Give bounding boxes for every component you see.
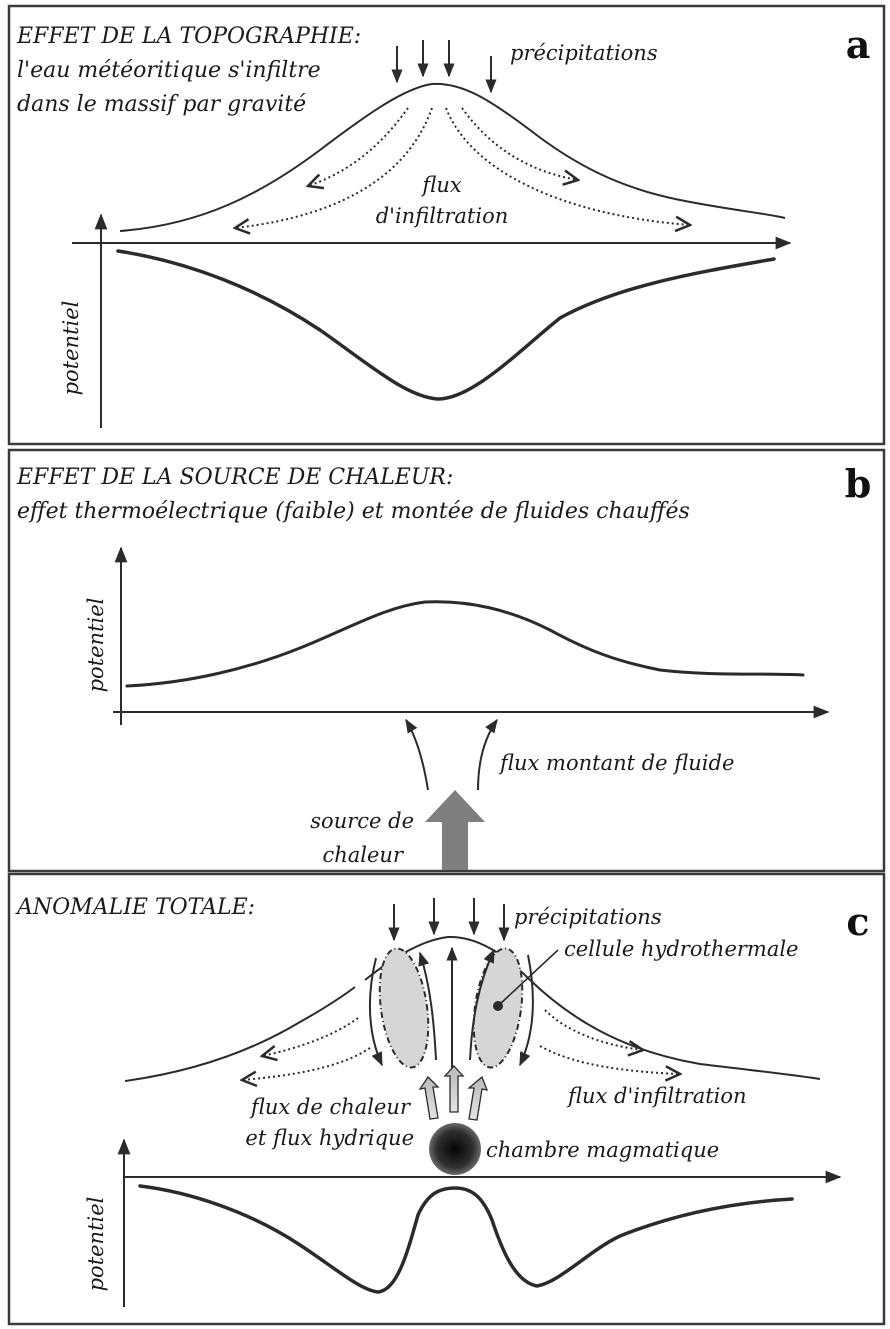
magma-chamber bbox=[429, 1123, 481, 1175]
infiltration-arrow-right-outer bbox=[539, 1045, 680, 1074]
panel-a-subtitle-2: dans le massif par gravité bbox=[17, 92, 306, 117]
panel-b: b EFFET DE LA SOURCE DE CHALEUR: effet t… bbox=[7, 448, 886, 873]
infiltration-arrow-right-inner bbox=[461, 107, 578, 180]
panel-a-topography bbox=[119, 82, 786, 232]
panel-c-letter: c bbox=[846, 899, 869, 944]
panel-b-letter: b bbox=[845, 461, 872, 506]
panel-c-y-label: potentiel bbox=[84, 1197, 108, 1292]
heat-flux-arrow-center bbox=[443, 1065, 465, 1113]
panel-c-potential-curve bbox=[138, 1184, 794, 1294]
convection-arrow-left-outer-down bbox=[368, 957, 383, 1067]
panel-c-title: ANOMALIE TOTALE: bbox=[15, 895, 255, 920]
panel-a-y-label: potentiel bbox=[59, 301, 83, 396]
panel-c-topography-right bbox=[364, 935, 821, 1080]
heat-flux-arrow-right bbox=[467, 1075, 489, 1121]
heat-flux-arrow-left bbox=[418, 1075, 440, 1120]
convection-arrow-left-inner-up bbox=[418, 951, 437, 1061]
panel-c: c ANOMALIE TOTALE: précipitations cellul… bbox=[7, 872, 886, 1326]
convection-arrow-right-outer-down bbox=[519, 954, 534, 1067]
hydrothermal-cell-left bbox=[378, 947, 430, 1069]
infiltration-arrow-left-inner bbox=[308, 107, 409, 186]
panel-c-heat-flux-arrows bbox=[418, 1065, 489, 1121]
cellule-pointer-dot bbox=[493, 1001, 503, 1011]
panel-c-precipitations-label: précipitations bbox=[514, 905, 662, 929]
panel-b-rising-flux-arrow-left bbox=[405, 718, 429, 791]
panel-a-precipitation-arrows bbox=[391, 40, 497, 94]
panel-a-precipitations-label: précipitations bbox=[510, 41, 658, 65]
panel-a-frame bbox=[7, 4, 886, 446]
panel-b-subtitle: effet thermoélectrique (faible) et monté… bbox=[17, 499, 690, 524]
panel-a-potential-curve bbox=[116, 249, 776, 401]
panel-b-rising-flux-arrow-right bbox=[477, 718, 498, 791]
panel-c-frame bbox=[7, 872, 886, 1326]
panel-b-frame bbox=[7, 448, 886, 873]
convection-arrow-right-inner-up bbox=[469, 948, 495, 1061]
panel-a-title: EFFET DE LA TOPOGRAPHIE: bbox=[16, 24, 361, 49]
panel-c-chambre-label: chambre magmatique bbox=[486, 1138, 719, 1162]
panel-c-cellule-label: cellule hydrothermale bbox=[564, 937, 799, 961]
panel-b-source-label-1: source de bbox=[310, 809, 414, 833]
panel-c-flux-infiltration-label: flux d'infiltration bbox=[566, 1084, 747, 1108]
infiltration-arrow-left-outer bbox=[235, 107, 433, 228]
panel-a-flux-label-2: d'infiltration bbox=[376, 204, 509, 228]
panel-b-heat-source-arrow bbox=[425, 790, 485, 870]
panel-b-y-label: potentiel bbox=[84, 598, 108, 693]
panel-c-precipitation-arrows bbox=[388, 898, 510, 942]
panel-c-flux-chaleur-label-1: flux de chaleur bbox=[249, 1095, 412, 1119]
panel-b-potential-curve bbox=[125, 600, 805, 688]
panel-c-convection-arrows bbox=[368, 946, 534, 1068]
panel-b-title: EFFET DE LA SOURCE DE CHALEUR: bbox=[16, 465, 453, 490]
panel-a-subtitle-1: l'eau météoritique s'infiltre bbox=[17, 58, 321, 83]
panel-a: a EFFET DE LA TOPOGRAPHIE: l'eau météori… bbox=[7, 4, 886, 446]
panel-b-source-label-2: chaleur bbox=[322, 843, 404, 867]
panel-a-letter: a bbox=[846, 22, 871, 67]
panel-c-topography-left bbox=[124, 986, 356, 1082]
infiltration-arrow-left-inner bbox=[262, 1017, 359, 1056]
panel-c-flux-chaleur-label-2: et flux hydrique bbox=[245, 1126, 414, 1150]
panel-c-infiltration-arrows bbox=[242, 1009, 680, 1080]
infiltration-arrow-right-outer bbox=[445, 107, 690, 225]
infiltration-arrow-left-outer bbox=[242, 1047, 371, 1080]
panel-b-flux-montant-label: flux montant de fluide bbox=[498, 751, 734, 775]
panel-a-infiltration-arrows bbox=[235, 107, 690, 228]
cellule-pointer-line bbox=[499, 949, 559, 1005]
panel-a-flux-label-1: flux bbox=[420, 173, 462, 197]
